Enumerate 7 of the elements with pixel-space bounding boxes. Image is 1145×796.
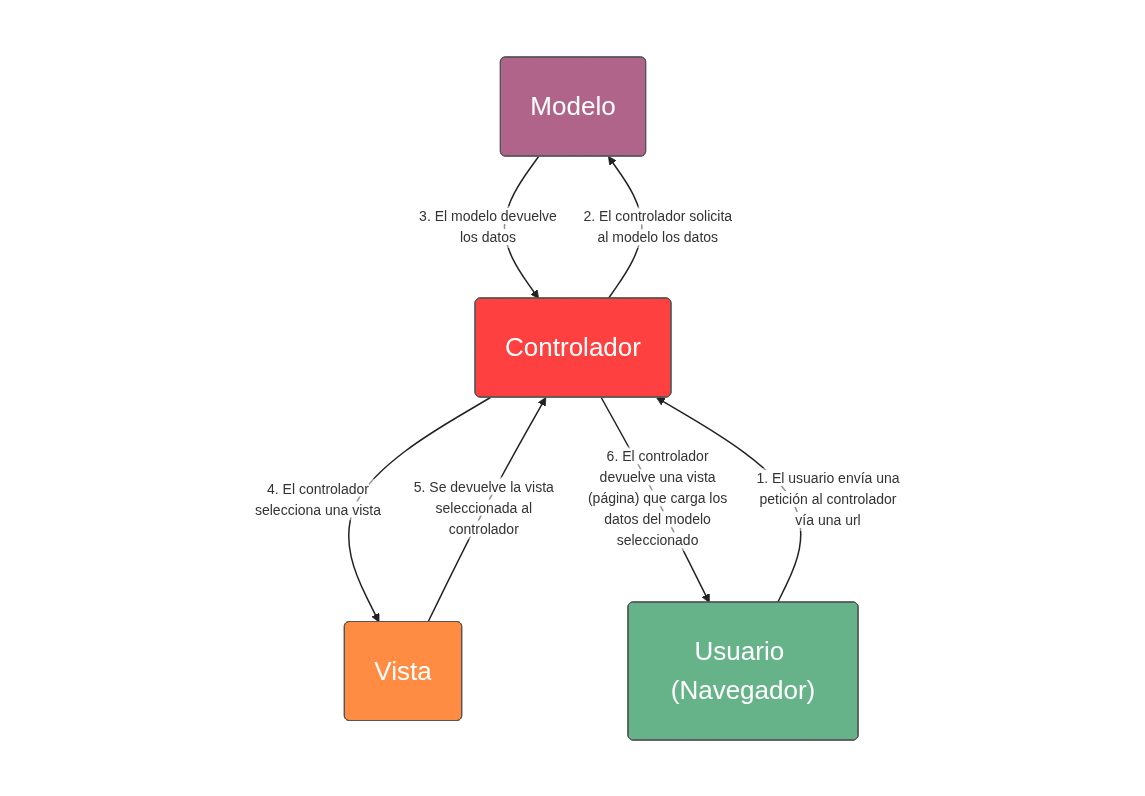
arrow [347, 396, 491, 622]
edge-label: 1. El usuario envía una petición al controlador vía una url [755, 469, 900, 528]
edge-label: 6. El controlador devuelve una vista (página) que carga los datos del modelo seleccionado [587, 447, 727, 548]
edge-label: 2. El controlador solicita al modelo los datos [582, 207, 732, 245]
edge-label: 3. El modelo devuelve los datos [418, 207, 557, 245]
edge-label: 4. El controlador selecciona una vista [254, 480, 381, 517]
edge-label: 5. Se devuelve la vista seleccionada al controlador [413, 478, 554, 537]
